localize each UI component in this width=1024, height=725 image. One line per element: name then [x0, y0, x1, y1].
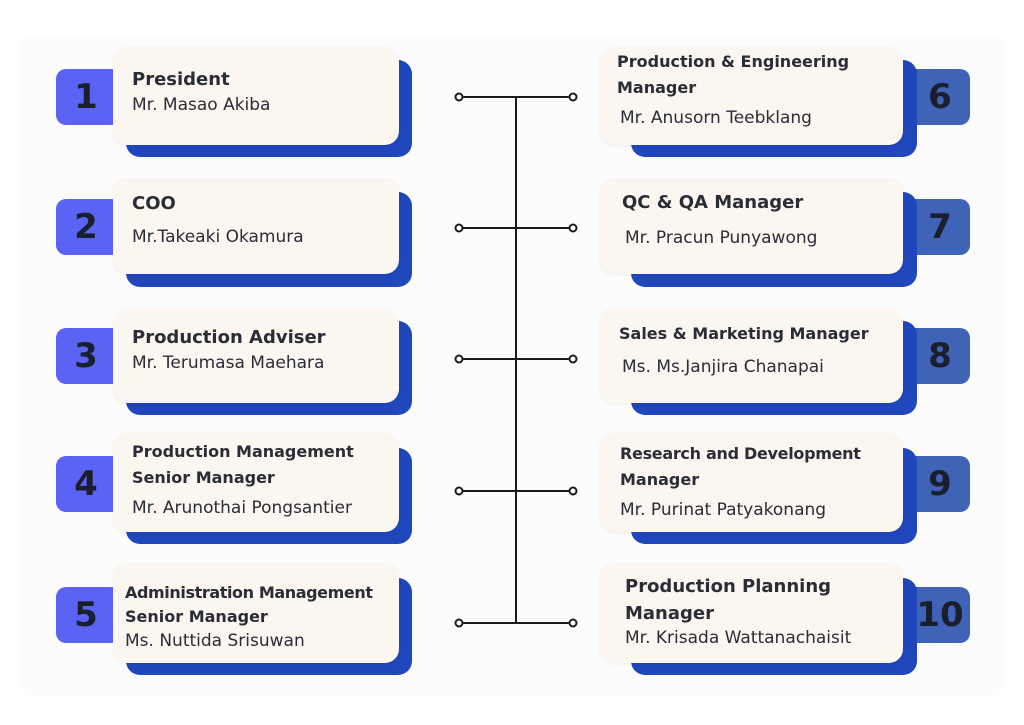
- position-holder-name: Mr. Purinat Patyakonang: [620, 500, 827, 520]
- position-title: President: [132, 69, 230, 90]
- position-holder-name: Mr. Pracun Punyawong: [625, 228, 818, 248]
- position-card-production-engineering: Production & Engineering Manager Mr. Anu…: [600, 47, 903, 145]
- position-card-production-planning: Production Planning Manager Mr. Krisada …: [600, 563, 903, 663]
- position-card-qc-qa: QC & QA Manager Mr. Pracun Punyawong: [600, 178, 903, 274]
- position-title-line-1: Administration Management: [125, 583, 373, 602]
- position-holder-name: Mr. Anusorn Teebklang: [620, 108, 812, 128]
- position-card-production-adviser: Production Adviser Mr. Terumasa Maehara: [113, 308, 399, 403]
- position-title: QC & QA Manager: [622, 192, 804, 213]
- position-holder-name: Ms. Nuttida Srisuwan: [125, 631, 305, 651]
- position-title: Production Adviser: [132, 327, 326, 348]
- position-title-line-2: Senior Manager: [125, 607, 268, 626]
- position-title-line-1: Production Management: [132, 442, 354, 461]
- position-title-line-2: Manager: [625, 603, 714, 624]
- position-holder-name: Mr. Krisada Wattanachaisit: [625, 628, 852, 648]
- position-card-administration-management: Administration Management Senior Manager…: [113, 563, 399, 663]
- position-number: 9: [910, 456, 970, 512]
- position-number: 1: [56, 69, 116, 125]
- position-title-line-2: Manager: [617, 78, 697, 97]
- position-holder-name: Mr. Arunothai Pongsantier: [132, 498, 352, 518]
- position-card-research-development: Research and Development Manager Mr. Pur…: [600, 433, 903, 532]
- position-card-sales-marketing: Sales & Marketing Manager Ms. Ms.Janjira…: [600, 308, 903, 403]
- position-card-production-management: Production Management Senior Manager Mr.…: [113, 433, 399, 532]
- position-number: 8: [910, 328, 970, 384]
- position-title: COO: [132, 193, 176, 214]
- position-holder-name: Mr. Terumasa Maehara: [132, 353, 325, 373]
- position-title: Sales & Marketing Manager: [619, 324, 869, 343]
- position-card-president: President Mr. Masao Akiba: [113, 47, 399, 145]
- position-title-line-2: Manager: [620, 470, 700, 489]
- position-number: 2: [56, 199, 116, 255]
- position-number: 10: [910, 587, 970, 643]
- position-card-coo: COO Mr.Takeaki Okamura: [113, 178, 399, 274]
- position-number: 3: [56, 328, 116, 384]
- position-title-line-1: Production & Engineering: [617, 52, 850, 71]
- position-number: 6: [910, 69, 970, 125]
- position-holder-name: Ms. Ms.Janjira Chanapai: [622, 357, 824, 377]
- position-title-line-1: Research and Development: [620, 444, 861, 463]
- position-holder-name: Mr. Masao Akiba: [132, 95, 271, 115]
- position-number: 7: [910, 199, 970, 255]
- position-title-line-2: Senior Manager: [132, 468, 275, 487]
- position-number: 4: [56, 456, 116, 512]
- position-holder-name: Mr.Takeaki Okamura: [132, 227, 304, 247]
- position-number: 5: [56, 587, 116, 643]
- position-title-line-1: Production Planning: [625, 576, 832, 597]
